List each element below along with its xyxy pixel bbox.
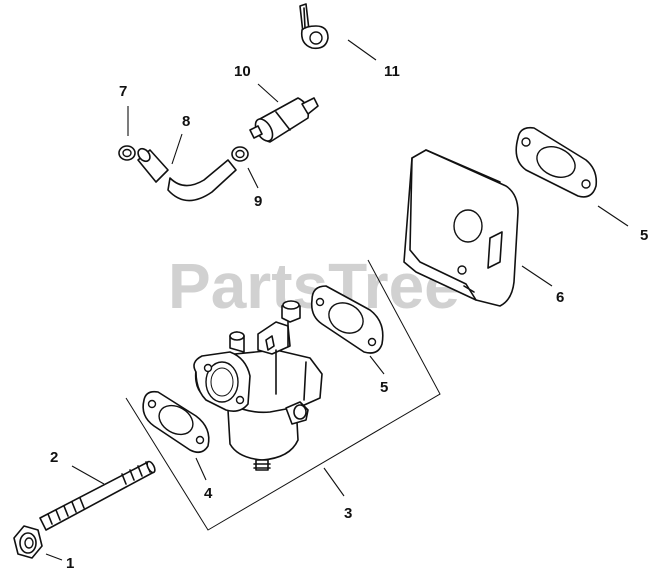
callout-7: 7 xyxy=(119,83,127,100)
callout-5-upper: 5 xyxy=(640,227,648,244)
part-4-gasket xyxy=(142,390,210,454)
part-3-group-bracket xyxy=(125,259,441,531)
part-5-gasket-lower xyxy=(310,285,384,354)
callout-6: 6 xyxy=(556,289,564,306)
callout-1: 1 xyxy=(66,555,74,572)
part-9-hose-clamp xyxy=(231,146,249,162)
callout-4: 4 xyxy=(204,485,213,502)
part-7-hose-clamp xyxy=(118,145,136,161)
part-1-nut xyxy=(13,525,43,559)
callout-2: 2 xyxy=(50,449,58,466)
part-5-gasket-upper xyxy=(515,126,598,198)
callout-9: 9 xyxy=(254,193,262,210)
part-3-carburetor xyxy=(193,300,323,471)
callout-8: 8 xyxy=(182,113,190,130)
part-11-clamp xyxy=(299,3,329,50)
callout-11: 11 xyxy=(384,63,400,80)
part-8-fuel-line xyxy=(137,147,237,202)
callout-3: 3 xyxy=(344,505,352,522)
callout-10: 10 xyxy=(234,63,251,80)
leader-lines xyxy=(45,39,629,561)
callout-5-lower: 5 xyxy=(380,379,388,396)
part-6-heat-shield xyxy=(403,149,519,307)
part-2-stud xyxy=(39,460,156,531)
part-10-fuel-filter xyxy=(249,97,319,143)
